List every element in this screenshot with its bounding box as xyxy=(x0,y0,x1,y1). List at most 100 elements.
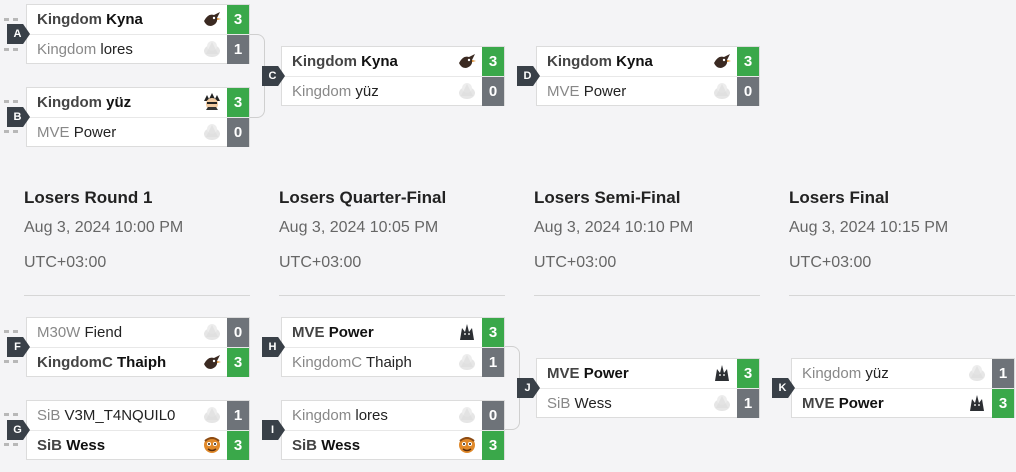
score-badge: 0 xyxy=(482,401,504,430)
player-name: Kyna xyxy=(616,53,653,70)
participant-name: MVE Power xyxy=(802,395,884,412)
team-tag: MVE xyxy=(292,324,325,341)
participant-name: MVE Power xyxy=(37,124,116,141)
bracket-stub xyxy=(4,48,18,51)
score-badge: 1 xyxy=(737,389,759,418)
round-title: Losers Final xyxy=(789,188,890,207)
faded-wolf-avatar-icon xyxy=(712,81,732,101)
team-tag: SiB xyxy=(547,395,571,412)
player-name: Wess xyxy=(321,437,361,454)
score-badge: 1 xyxy=(227,35,249,64)
participant-row[interactable]: Kingdom lores 1 xyxy=(27,35,249,64)
score-badge: 1 xyxy=(227,401,249,430)
player-name: Wess xyxy=(574,395,612,412)
participant-row[interactable]: Kingdom yüz 0 xyxy=(282,77,504,106)
team-tag: SiB xyxy=(292,437,318,454)
orange-character-avatar-icon xyxy=(202,435,222,455)
player-name: Power xyxy=(838,395,884,412)
bracket-stub xyxy=(4,360,18,363)
participant-row[interactable]: KingdomC Thaiph 1 xyxy=(282,348,504,377)
score-badge: 0 xyxy=(482,77,504,106)
round-title: Losers Semi-Final xyxy=(534,188,681,207)
team-tag: Kingdom xyxy=(37,94,102,111)
team-tag: Kingdom xyxy=(547,53,612,70)
player-name: lores xyxy=(100,41,133,58)
team-tag: MVE xyxy=(547,83,580,100)
participant-row[interactable]: MVE Power 3 xyxy=(537,359,759,389)
bracket-stub xyxy=(4,18,18,21)
round-divider xyxy=(534,295,760,296)
bracket-stub xyxy=(4,413,18,416)
round-date: Aug 3, 2024 10:00 PM xyxy=(24,219,184,236)
player-name: Kyna xyxy=(361,53,398,70)
dark-spiky-avatar-icon xyxy=(202,92,222,112)
score-badge: 3 xyxy=(227,348,249,377)
faded-avatar-icon xyxy=(457,352,477,372)
score-badge: 3 xyxy=(482,431,504,460)
player-name: yüz xyxy=(355,83,379,100)
participant-name: Kingdom yüz xyxy=(292,83,379,100)
round-title: Losers Quarter-Final xyxy=(279,188,447,207)
team-tag: Kingdom xyxy=(292,407,352,424)
faded-wolf-avatar-icon xyxy=(202,122,222,142)
player-name: Wess xyxy=(66,437,106,454)
participant-row[interactable]: SiB V3M_T4NQUIL0 1 xyxy=(27,401,249,431)
round-divider xyxy=(279,295,505,296)
team-tag: MVE xyxy=(547,365,580,382)
dark-wolf-avatar-icon xyxy=(967,393,987,413)
faded-avatar-icon xyxy=(202,405,222,425)
score-badge: 1 xyxy=(482,348,504,377)
participant-name: MVE Power xyxy=(292,324,374,341)
participant-name: Kingdom yüz xyxy=(802,365,889,382)
bracket-stub xyxy=(4,130,18,133)
team-tag: MVE xyxy=(802,395,835,412)
participant-name: SiB Wess xyxy=(292,437,360,454)
participant-name: Kingdom yüz xyxy=(37,94,131,111)
match-label-g: G xyxy=(7,420,30,440)
participant-row[interactable]: SiB Wess 1 xyxy=(537,389,759,418)
bracket-stub xyxy=(4,100,18,103)
participant-name: SiB V3M_T4NQUIL0 xyxy=(37,407,175,424)
faded-avatar-icon xyxy=(712,393,732,413)
player-name: yüz xyxy=(865,365,889,382)
participant-name: KingdomC Thaiph xyxy=(292,354,412,371)
score-badge: 0 xyxy=(227,318,249,347)
score-badge: 3 xyxy=(482,47,504,76)
round-timezone: UTC+03:00 xyxy=(24,254,107,271)
faded-avatar-icon xyxy=(202,39,222,59)
team-tag: MVE xyxy=(37,124,70,141)
player-name: Power xyxy=(328,324,374,341)
match-label-a: A xyxy=(7,24,30,44)
score-badge: 3 xyxy=(227,5,249,34)
match-label-c: C xyxy=(262,66,285,86)
participant-name: MVE Power xyxy=(547,365,629,382)
participant-row[interactable]: SiB Wess 3 xyxy=(282,431,504,460)
round-title: Losers Round 1 xyxy=(24,188,153,207)
team-tag: Kingdom xyxy=(37,41,97,58)
score-badge: 3 xyxy=(737,359,759,388)
player-name: Power xyxy=(583,83,627,100)
